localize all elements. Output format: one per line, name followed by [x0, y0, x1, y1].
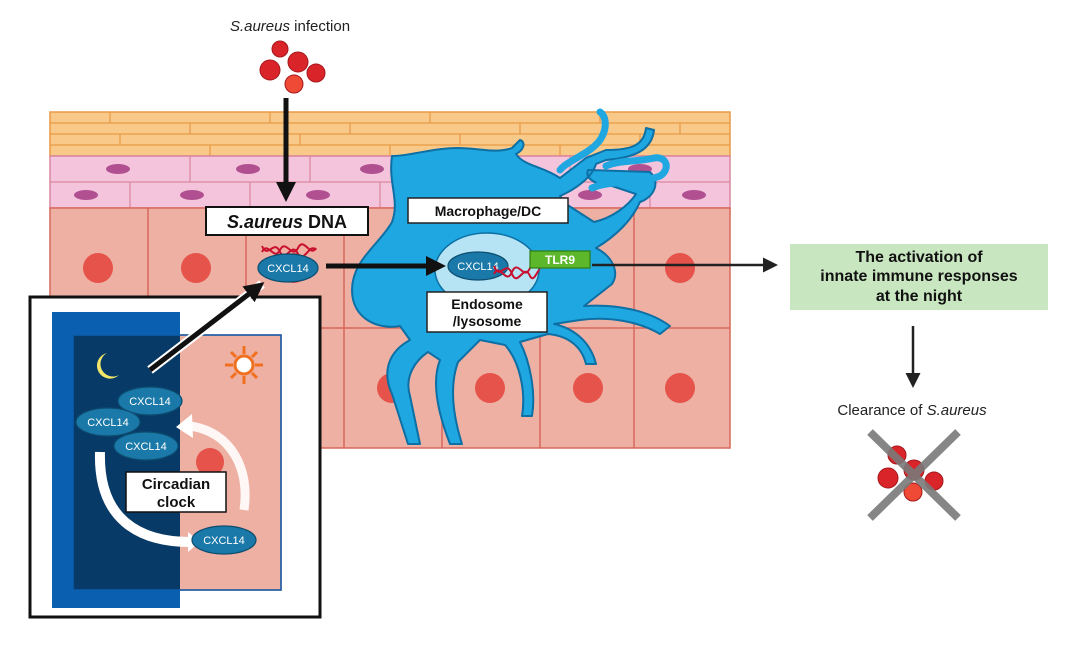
circadian-inset: CXCL14 CXCL14 CXCL14 CXCL14 Circadian cl… — [28, 295, 322, 619]
activation-line-1: The activation of — [855, 249, 983, 266]
macrophage-cell: Macrophage/DC CXCL14 TLR9 Endosome /lyso… — [351, 108, 671, 445]
cxcl14-dna-complex — [257, 253, 319, 283]
clock-label-2: clock — [157, 494, 196, 511]
cxcl14-2 — [75, 407, 141, 437]
endosome-label-2: /lysosome — [453, 313, 522, 329]
clock-label-box — [125, 471, 227, 513]
svg-text:CXCL14: CXCL14 — [267, 263, 309, 275]
svg-text:TLR9: TLR9 — [545, 253, 575, 267]
activation-line-3: at the night — [876, 288, 963, 305]
dna-label: S.aureus DNA — [227, 212, 347, 232]
clock-label-1: Circadian — [142, 476, 210, 493]
macrophage-label: Macrophage/DC — [435, 203, 542, 219]
sun-icon — [225, 346, 263, 384]
cross-mark-icon — [867, 429, 961, 521]
endosome-label-1: Endosome — [451, 296, 523, 312]
cxcl14-1 — [117, 386, 183, 416]
svg-text:CXCL14: CXCL14 — [129, 396, 171, 408]
moon-icon — [96, 353, 119, 379]
stratum-corneum — [49, 111, 731, 157]
cxcl14-4 — [191, 525, 257, 555]
cycle-arrow-upper — [189, 421, 250, 511]
clearance-label: Clearance of S.aureus — [837, 402, 987, 419]
secretion-arrow — [148, 282, 265, 372]
dna-label-box — [205, 206, 369, 236]
activation-box — [790, 244, 1048, 310]
svg-text:CXCL14: CXCL14 — [87, 417, 129, 429]
cxcl14-endosome — [447, 251, 509, 281]
svg-text:CXCL14: CXCL14 — [203, 535, 245, 547]
dna-strand-icon — [261, 243, 317, 258]
activation-line-2: innate immune responses — [820, 268, 1017, 285]
svg-text:CXCL14: CXCL14 — [457, 261, 499, 273]
infection-label: S.aureus infection — [230, 18, 350, 35]
cleared-bacteria-icon — [867, 429, 961, 521]
svg-text:CXCL14: CXCL14 — [125, 441, 167, 453]
bacteria-cluster-icon — [259, 40, 326, 94]
cxcl14-3 — [113, 431, 179, 461]
tlr9-receptor — [529, 250, 591, 269]
cycle-arrow-lower — [94, 451, 191, 547]
